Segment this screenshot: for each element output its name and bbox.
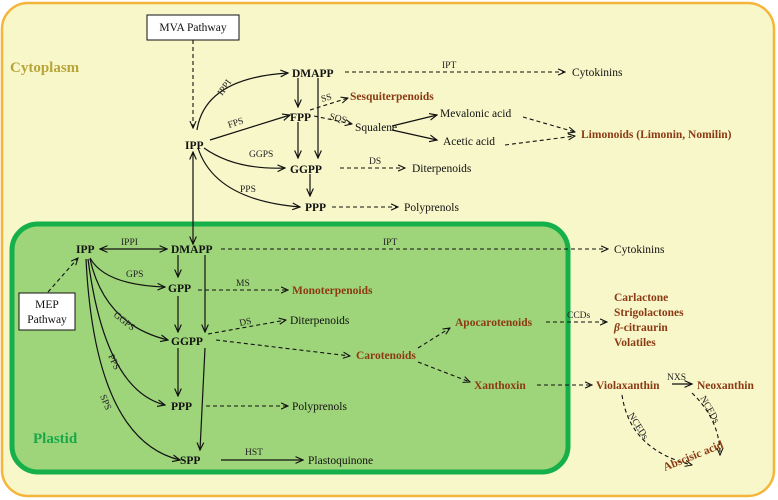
arrow-ipp-ggpp-cyto — [203, 147, 285, 168]
arrow-viola-aba — [621, 394, 692, 465]
arrow-ipp-spp — [85, 258, 180, 460]
plast-volatiles: Volatiles — [614, 337, 656, 349]
cyto-enz-ipt: IPT — [442, 61, 456, 71]
cyto-enz-pps: PPS — [240, 185, 256, 195]
mep-pathway-box — [18, 292, 76, 331]
arrow-ipp-dmapp-cyto — [196, 73, 288, 131]
mva-pathway-label: MVA Pathway — [159, 22, 226, 34]
cytoplasm-label: Cytoplasm — [10, 60, 80, 76]
plast-enz-gps: GPS — [126, 270, 143, 280]
plast-spp: SPP — [180, 455, 200, 467]
cyto-dmapp: DMAPP — [292, 68, 334, 80]
cyto-ipp: IPP — [185, 140, 204, 152]
plast-apocarotenoids: Apocarotenoids — [455, 317, 533, 329]
plast-enz-ds: DS — [239, 317, 253, 329]
arrow-carotenoids-apo — [417, 328, 450, 349]
plast-monoterpenoids: Monoterpenoids — [292, 285, 373, 297]
plast-gpp: GPP — [168, 283, 191, 295]
mva-pathway-box — [146, 14, 240, 41]
arrow-ipp-fpp — [209, 115, 290, 141]
plast-enz-ippi: IPPI — [121, 238, 138, 248]
mep-pathway-label-2: Pathway — [27, 314, 67, 326]
plast-xanthoxin: Xanthoxin — [474, 380, 526, 392]
cyto-fpp: FPP — [290, 112, 311, 124]
plast-enz-hst: HST — [245, 448, 263, 458]
cyto-acetic: Acetic acid — [443, 136, 495, 148]
cyto-sesquiterpenoids: Sesquiterpenoids — [350, 91, 434, 103]
plast-carlactone: Carlactone — [614, 292, 668, 304]
cyto-enz-sqs: SQS — [328, 112, 347, 126]
citraurin-rest: -citraurin — [620, 322, 669, 334]
arrow-ipp-ggpp-plastid — [89, 258, 168, 340]
arrow-ipp-ppp-cyto — [197, 147, 300, 207]
plast-enz-ipt: IPT — [383, 238, 397, 248]
mep-pathway-label-1: MEP — [35, 299, 59, 311]
plast-enz-nxs: NXS — [667, 373, 686, 383]
plast-strigolactones: Strigolactones — [614, 307, 684, 319]
arrow-neo-aba — [691, 392, 720, 455]
plast-carotenoids: Carotenoids — [356, 350, 416, 362]
plast-cytokinins: Cytokinins — [614, 244, 665, 256]
plast-enz-ms: MS — [236, 279, 250, 289]
cyto-enz-ds: DS — [369, 157, 381, 167]
cyto-enz-fps: FPS — [227, 116, 245, 130]
plastid-region — [9, 221, 571, 475]
arrow-ggpp-spp — [200, 347, 206, 450]
arrow-mevalonic-limonoids — [522, 116, 575, 132]
citraurin-beta: β — [613, 322, 620, 334]
arrow-ggpp-carotenoids — [215, 339, 350, 356]
cyto-polyprenols: Polyprenols — [404, 202, 459, 214]
arrow-squalene-mevalonic — [391, 115, 437, 127]
arrow-ggpp-diterp-plastid — [207, 320, 286, 335]
arrow-carotenoids-xanth — [417, 361, 470, 382]
cyto-diterpenoids: Diterpenoids — [412, 163, 472, 175]
arrow-ipp-ppp-plastid — [87, 258, 165, 405]
plast-ipp: IPP — [76, 244, 95, 256]
cyto-enz-ggps: GGPS — [249, 150, 273, 160]
arrow-ipp-gpp — [89, 257, 165, 287]
plast-polyprenols: Polyprenols — [292, 401, 347, 413]
plast-violaxanthin: Violaxanthin — [596, 380, 660, 392]
arrow-mep-ipp — [47, 258, 78, 293]
cyto-enz-ss: SS — [320, 93, 333, 105]
plastid-label: Plastid — [33, 431, 78, 447]
plast-ppp: PPP — [171, 401, 192, 413]
plast-ggpp: GGPP — [171, 336, 203, 348]
plast-citraurin: β-citraurin — [613, 322, 668, 334]
plast-neoxanthin: Neoxanthin — [697, 380, 754, 392]
cyto-mevalonic: Mevalonic acid — [440, 108, 511, 120]
arrow-acetic-limonoids — [504, 136, 575, 146]
cyto-ppp: PPP — [305, 202, 326, 214]
cyto-ggpp: GGPP — [290, 164, 322, 176]
cyto-squalene: Squalene — [355, 122, 397, 134]
plast-plastoquinone: Plastoquinone — [308, 455, 373, 467]
cyto-cytokinins: Cytokinins — [572, 67, 623, 79]
cyto-limonoids: Limonoids (Limonin, Nomilin) — [581, 129, 732, 141]
arrow-squalene-acetic — [391, 129, 437, 140]
plast-diterpenoids: Diterpenoids — [290, 315, 350, 327]
plast-enz-ccds: CCDs — [567, 311, 591, 321]
plast-dmapp: DMAPP — [171, 244, 213, 256]
